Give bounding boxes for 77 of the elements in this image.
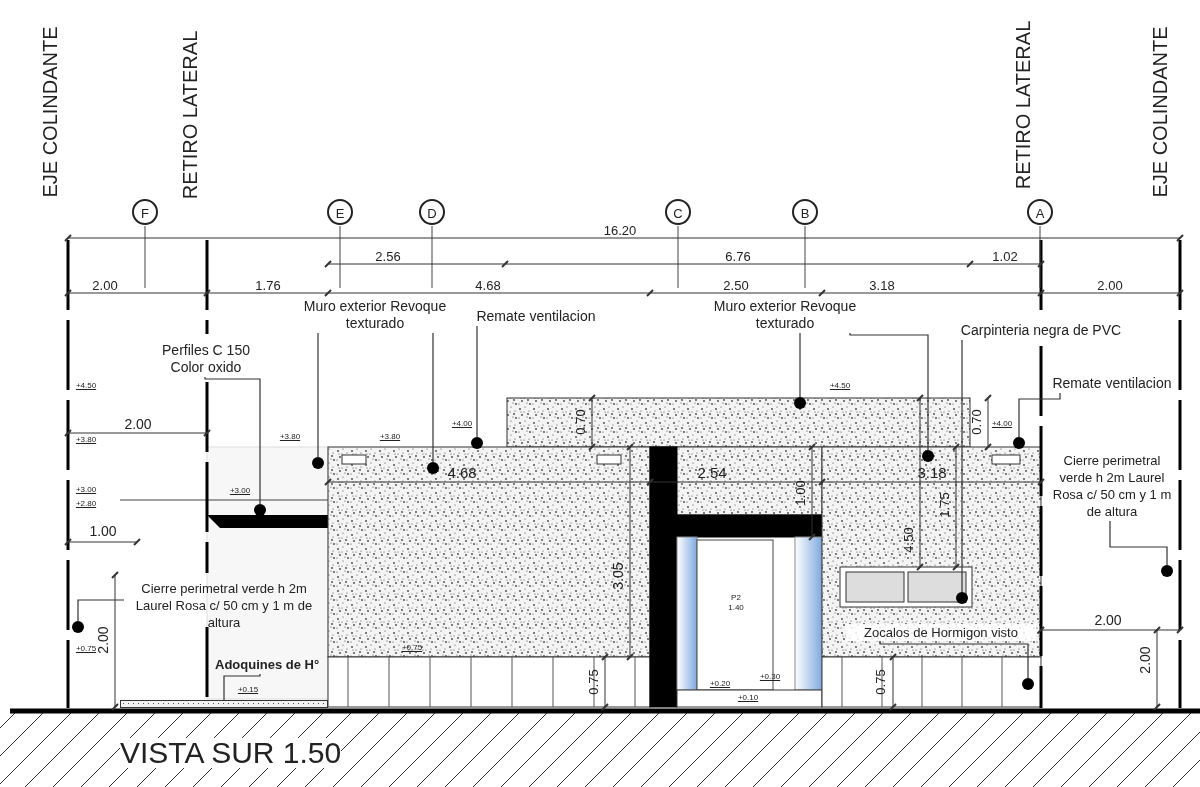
dimension-text: 16.20 [603, 223, 637, 237]
material-note: Remate ventilacion [1048, 375, 1176, 392]
axis-label: RETIRO LATERAL [1013, 20, 1033, 190]
axis-label: RETIRO LATERAL [180, 30, 200, 200]
leader-dot [1013, 437, 1025, 449]
material-note: Muro exterior Revoque texturado [300, 298, 450, 332]
dimension-text: 2.54 [697, 464, 727, 480]
axis-label: EJE COLINDANTE [1150, 26, 1170, 198]
grid-bubble: B [792, 199, 818, 225]
leader-line [849, 332, 929, 451]
dimension-text: 0.70 [573, 409, 587, 435]
dimension-text: 4.50 [901, 527, 915, 553]
leader-dot [471, 437, 483, 449]
dimension-text: 4.68 [475, 278, 501, 292]
dimension-text: 6.76 [725, 249, 751, 263]
dimension-text: 3.18 [869, 278, 895, 292]
level-mark: +2.80 [75, 500, 97, 508]
dimension-text: 2.50 [723, 278, 749, 292]
paving-note: Adoquines de H° [215, 656, 325, 673]
dimension-text: 2.56 [375, 249, 401, 263]
dimension-text: 2.00 [124, 417, 152, 431]
grid-bubble: C [665, 199, 691, 225]
dimension-text: 0.75 [586, 669, 600, 695]
dimension-text: 2.00 [1094, 613, 1122, 627]
dimension-text: 4.68 [447, 464, 477, 480]
level-mark: +0.75 [401, 644, 423, 652]
leader-line [1109, 520, 1168, 566]
dimension-text: 2.00 [96, 626, 110, 654]
door-tag: P2 [731, 594, 741, 602]
level-mark: +3.80 [75, 436, 97, 444]
dimension-text: 3.18 [917, 464, 947, 480]
level-mark: +0.10 [737, 694, 759, 702]
leader-line [223, 673, 261, 701]
dimension-text: 0.70 [969, 409, 983, 435]
leader-line [879, 641, 1029, 679]
level-mark: +3.00 [229, 487, 251, 495]
dimension-text: 3.05 [611, 562, 625, 590]
dimension-text: 1.76 [255, 278, 281, 292]
level-mark: +0.75 [75, 645, 97, 653]
dimension-text: 2.00 [1138, 646, 1152, 674]
material-note: Cierre perimetral verde h 2m Laurel Rosa c/ 50 cm y 1 m de altura [1048, 452, 1176, 520]
material-note: Cierre perimetral verde h 2m Laurel Rosa c/ 50 cm y 1 m de altura [125, 580, 323, 631]
material-note: Carpinteria negra de PVC [955, 322, 1127, 339]
leader-line [961, 339, 963, 593]
leader-line [799, 332, 801, 398]
grid-bubble: D [419, 199, 445, 225]
dimension-text: 1.75 [937, 492, 951, 518]
grid-bubble: E [327, 199, 353, 225]
material-note: Muro exterior Revoque texturado [710, 298, 860, 332]
grid-bubble: A [1027, 199, 1053, 225]
leader-line [204, 376, 261, 505]
dimension-text: 1.02 [992, 249, 1018, 263]
material-note: Zocalos de Hormigon visto [846, 624, 1036, 641]
paving-strip [120, 700, 328, 708]
leader-line [432, 332, 434, 463]
dimension-text: 1.00 [793, 480, 807, 506]
leader-line [77, 599, 125, 622]
leader-line [1018, 392, 1061, 438]
axis-label: EJE COLINDANTE [40, 26, 60, 198]
leader-dot [1161, 565, 1173, 577]
level-mark: +3.00 [75, 486, 97, 494]
dimension-text: 2.00 [1097, 278, 1123, 292]
grid-bubble: F [132, 199, 158, 225]
leader-dot [72, 621, 84, 633]
dimension-text: 1.00 [89, 524, 117, 538]
level-mark: +4.50 [75, 382, 97, 390]
material-note: Remate ventilacion [466, 308, 606, 325]
dimension-text: 0.75 [873, 669, 887, 695]
level-mark: +0.30 [759, 673, 781, 681]
level-mark: +0.15 [237, 686, 259, 694]
dimension-text: 2.00 [92, 278, 118, 292]
level-mark: +3.80 [379, 433, 401, 441]
leader-line [317, 332, 319, 458]
level-mark: +0.20 [709, 680, 731, 688]
drawing-caption: VISTA SUR 1.50 [120, 738, 342, 768]
door-tag: 1.40 [728, 604, 744, 612]
material-note: Perfiles C 150 Color oxido [150, 342, 262, 376]
